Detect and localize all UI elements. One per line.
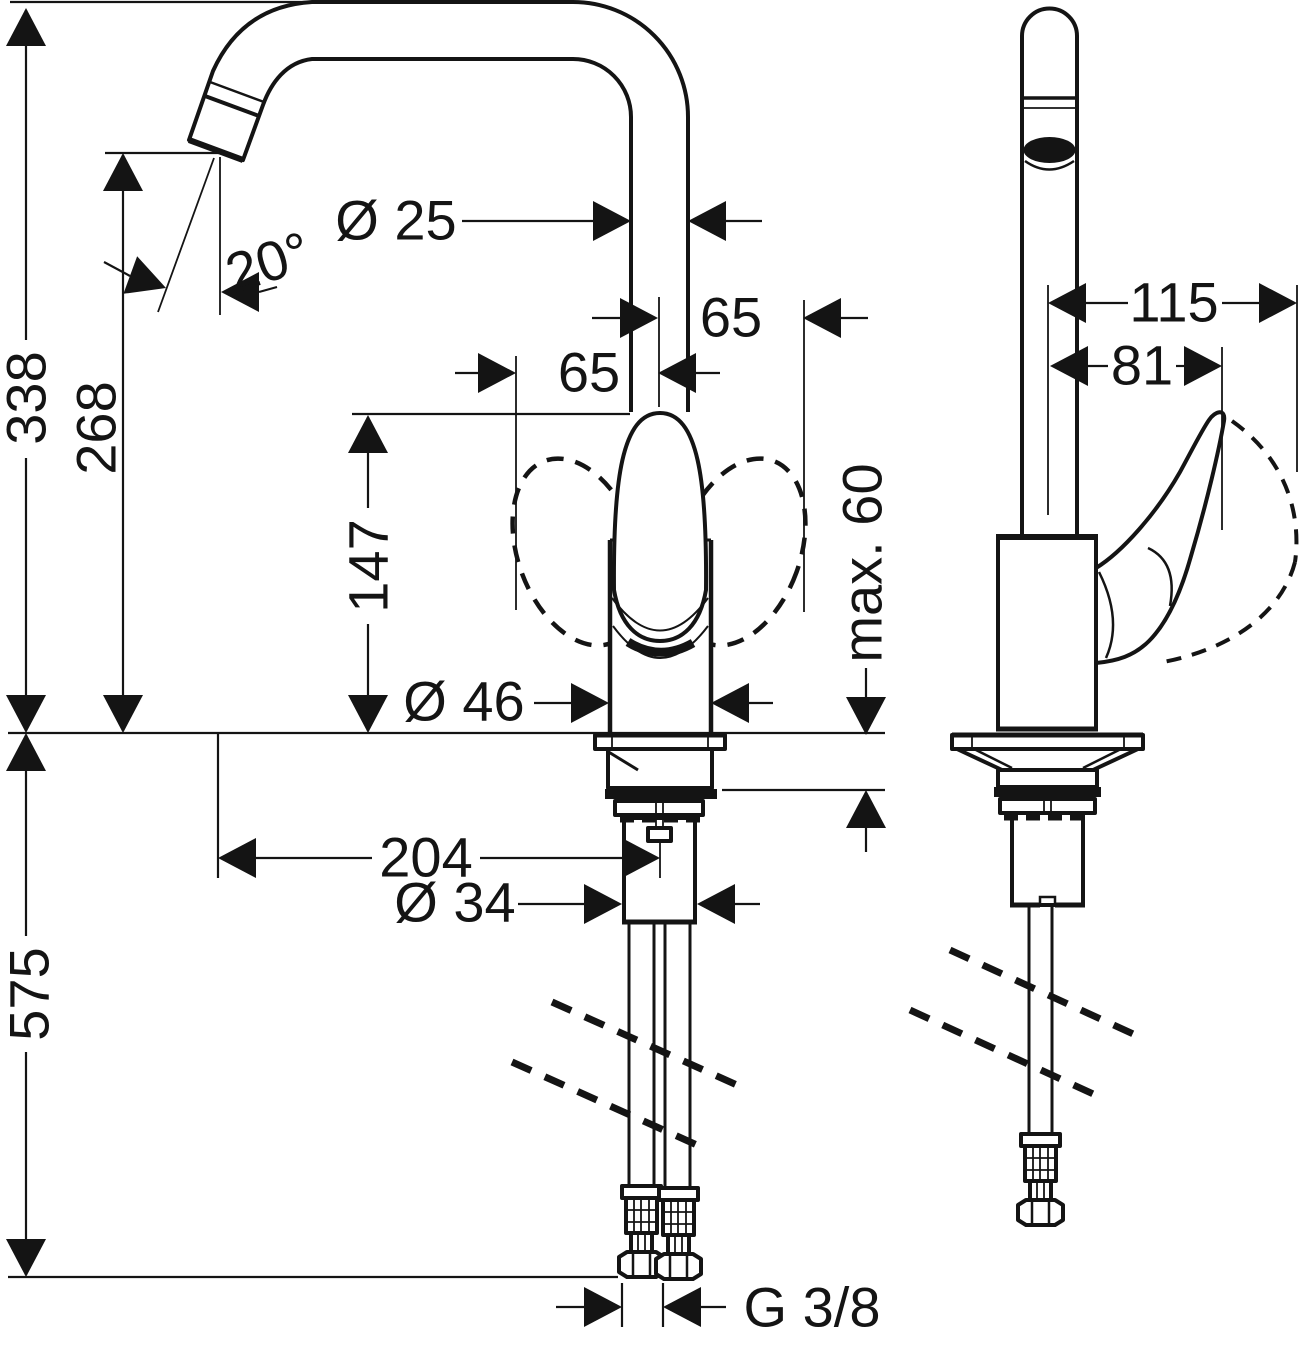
spout-arch [187, 0, 690, 412]
escutcheon-side [950, 732, 1145, 772]
dim-268 [103, 153, 143, 733]
dimension-graphics [6, 0, 1298, 1327]
dim-204 [218, 838, 660, 878]
base-seal-band [625, 638, 696, 657]
hose-end-connector-side [1016, 1132, 1065, 1227]
aerator-ring-2 [209, 80, 265, 104]
hose-break-side [908, 946, 1144, 1102]
aerator-face [187, 137, 245, 163]
hose-end-connector [617, 1184, 666, 1279]
dim-65-left [455, 353, 720, 393]
seal-band-side [994, 787, 1101, 797]
outlet-mouth [1023, 137, 1076, 163]
washer-side [998, 797, 1097, 815]
dim-dia46 [534, 683, 773, 723]
label-spout-pipe-diameter: Ø 25 [335, 189, 456, 252]
label-swing-left: 65 [558, 341, 620, 404]
washer [613, 799, 705, 817]
label-spout-reach: 204 [379, 826, 472, 889]
front-view [187, 0, 808, 1281]
fixing-nut [646, 826, 673, 843]
handle-lever-side [1094, 410, 1227, 665]
base-ring-arc-2 [612, 625, 709, 659]
supply-hose-side [1027, 907, 1054, 1134]
label-hose-length: 575 [0, 947, 61, 1040]
base-ring-arc-1 [611, 597, 709, 632]
dim-g38 [556, 1287, 726, 1327]
dim-max60 [846, 668, 886, 852]
seal-band [605, 789, 717, 799]
hose-end-connector-right [654, 1186, 703, 1281]
aerator-ring [204, 94, 260, 118]
dim-81 [1050, 346, 1222, 386]
dim-338 [6, 8, 46, 733]
label-side-handle-reach: 81 [1111, 334, 1173, 397]
label-side-total-depth: 115 [1129, 271, 1218, 334]
label-spout-outlet-height: 268 [65, 381, 128, 474]
supply-hoses-front [627, 924, 692, 1188]
spout-pipe-side [1020, 6, 1079, 537]
label-max-counter-thickness: max. 60 [831, 463, 894, 662]
dim-dia34 [518, 884, 760, 924]
dim-115 [1048, 283, 1297, 323]
body-side [996, 534, 1098, 732]
side-view [908, 6, 1299, 1227]
dim-575 [6, 733, 46, 1277]
label-swing-right: 65 [700, 286, 762, 349]
mounting-front [605, 747, 717, 925]
label-hose-thread: G 3/8 [744, 1276, 881, 1339]
angle-indicator [103, 157, 278, 315]
dim-65-right [592, 298, 868, 338]
label-body-top-height: 147 [337, 519, 400, 612]
dim-dia25 [462, 201, 762, 241]
label-base-diameter: Ø 46 [403, 670, 524, 733]
escutcheon-front [593, 732, 727, 751]
label-total-height: 338 [0, 351, 58, 444]
label-shank-diameter: Ø 34 [394, 871, 515, 934]
dim-147 [348, 415, 388, 733]
shank-side [1010, 811, 1085, 907]
mounting-side [994, 768, 1101, 908]
label-spout-angle: 20° [218, 219, 318, 305]
handle-dome [611, 411, 709, 659]
cone-edge [606, 749, 639, 772]
handle-lever-raised-dashed [1157, 419, 1299, 665]
